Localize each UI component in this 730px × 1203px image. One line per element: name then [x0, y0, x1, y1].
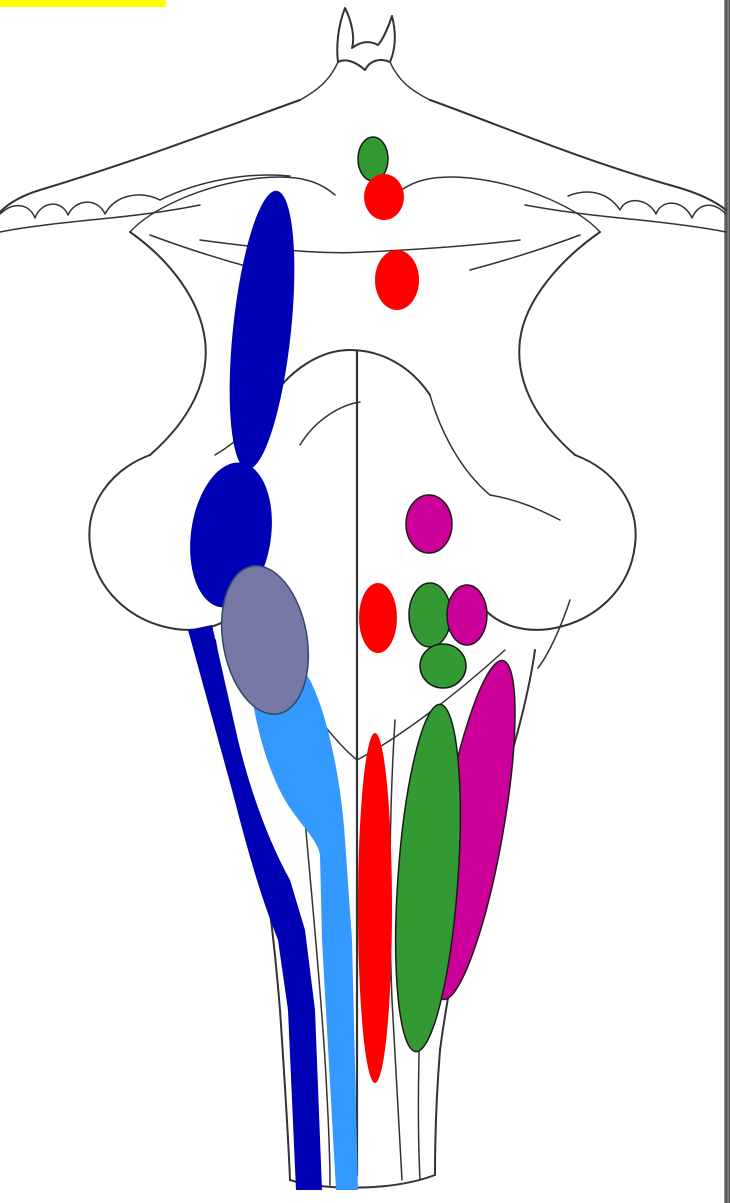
green-elongated-column	[386, 702, 470, 1053]
red-nucleus-upper	[364, 174, 404, 220]
green-nucleus-small	[420, 644, 466, 688]
magenta-nucleus-upper	[406, 495, 452, 553]
green-nucleus-pair-left	[409, 583, 451, 647]
red-nucleus-lower	[359, 583, 397, 653]
magenta-nucleus-pair-right	[447, 585, 487, 645]
red-nucleus-middle	[375, 250, 419, 310]
dark-blue-elongated-upper	[219, 188, 306, 473]
red-elongated-column	[358, 733, 392, 1083]
